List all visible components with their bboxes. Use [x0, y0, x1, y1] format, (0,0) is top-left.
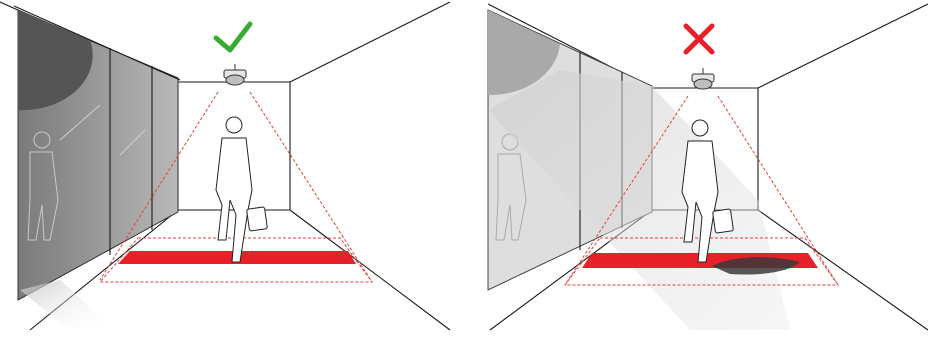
ceiling-sensor-left: [224, 64, 246, 85]
walking-person-left: [216, 117, 267, 262]
panel-left: [0, 2, 450, 330]
check-mark-icon: [216, 24, 250, 50]
glass-wall-left: [14, 6, 180, 330]
cross-mark-icon: [686, 26, 712, 52]
panel-right: [488, 4, 928, 330]
ceiling-sensor-right: [692, 68, 714, 89]
